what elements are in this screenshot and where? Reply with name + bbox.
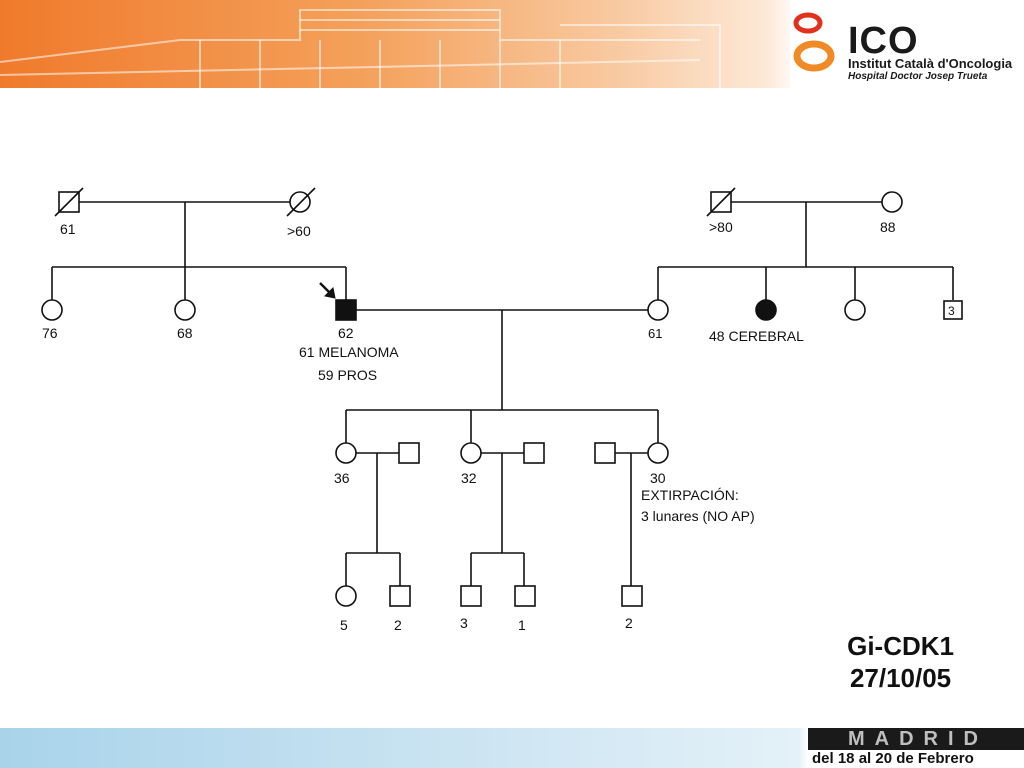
child-1-spouse — [398, 442, 420, 464]
ico-logo: ICO Institut Català d'Oncologia Hospital… — [790, 0, 1024, 88]
label-gc4-age: 1 — [518, 617, 526, 633]
paternal-aunt-1 — [41, 299, 63, 321]
label-gc5-age: 2 — [625, 615, 633, 631]
label-gc3-age: 3 — [460, 615, 468, 631]
paternal-grandmother — [286, 187, 316, 217]
label-proband-age: 62 — [338, 325, 354, 341]
label-child1-age: 36 — [334, 470, 350, 486]
ico-logo-mark-icon — [793, 12, 835, 72]
grandchild-4 — [514, 585, 536, 607]
label-child3-note1: EXTIRPACIÓN: — [641, 487, 739, 503]
grandchild-5 — [621, 585, 643, 607]
maternal-aunt-affected — [755, 299, 777, 321]
paternal-aunt-2 — [174, 299, 196, 321]
label-muncle-count: 3 — [948, 304, 955, 318]
label-proband-dx2: 59 PROS — [318, 367, 377, 383]
maternal-grandfather — [706, 187, 736, 217]
grandchild-3 — [460, 585, 482, 607]
label-gc1-age: 5 — [340, 617, 348, 633]
paternal-grandfather — [54, 187, 84, 217]
label-aunt1-age: 76 — [42, 325, 58, 341]
label-mgm-age: 88 — [880, 219, 896, 235]
child-3 — [647, 442, 669, 464]
logo-ico-text: ICO — [848, 20, 919, 62]
logo-institution-name: Institut Català d'Oncologia — [848, 56, 1013, 71]
child-1 — [335, 442, 357, 464]
label-maunt-dx: 48 CEREBRAL — [709, 328, 804, 344]
label-child3-note2: 3 lunares (NO AP) — [641, 508, 755, 524]
label-mother-age: 61 — [648, 326, 662, 341]
label-mgf-age: >80 — [709, 219, 733, 235]
logo-hospital-name: Hospital Doctor Josep Trueta — [848, 71, 988, 82]
grandchild-1 — [335, 585, 357, 607]
label-gc2-age: 2 — [394, 617, 402, 633]
header-banner: ICO Institut Català d'Oncologia Hospital… — [0, 0, 1024, 88]
child-3-spouse — [594, 442, 616, 464]
child-2 — [460, 442, 482, 464]
label-pgm-age: >60 — [287, 223, 311, 239]
building-illustration — [0, 9, 721, 88]
label-child3-age: 30 — [650, 470, 666, 486]
label-child2-age: 32 — [461, 470, 477, 486]
label-pgf-age: 61 — [60, 221, 76, 237]
child-2-spouse — [523, 442, 545, 464]
mother — [647, 299, 669, 321]
footer-dates: del 18 al 20 de Febrero — [808, 750, 1024, 768]
case-code: Gi-CDK1 — [847, 631, 954, 661]
pedigree-lines — [51, 201, 954, 586]
footer-city: MADRID — [808, 728, 1024, 750]
label-proband-dx1: 61 MELANOMA — [299, 344, 399, 360]
case-stamp: Gi-CDK1 27/10/05 — [847, 630, 954, 694]
proband-arrow-icon — [319, 282, 336, 299]
maternal-aunt-2 — [844, 299, 866, 321]
label-aunt2-age: 68 — [177, 325, 193, 341]
maternal-grandmother — [881, 191, 903, 213]
maternal-uncles-group — [943, 300, 963, 320]
case-date: 27/10/05 — [849, 663, 952, 693]
proband-square — [335, 299, 357, 321]
grandchild-2 — [389, 585, 411, 607]
